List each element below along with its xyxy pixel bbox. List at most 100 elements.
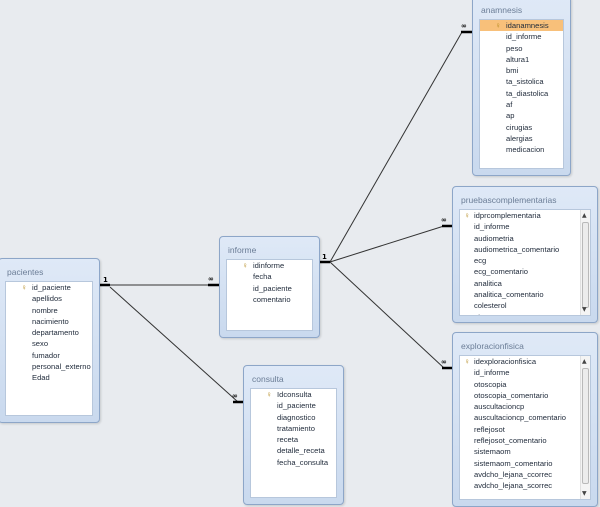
field-name: auscultacioncp bbox=[474, 402, 525, 412]
field-item[interactable]: auscultacioncp_comentario bbox=[460, 412, 580, 423]
scroll-thumb[interactable] bbox=[582, 222, 589, 308]
field-name: departamento bbox=[32, 328, 79, 338]
scroll-down-icon[interactable]: ▼ bbox=[582, 306, 587, 313]
field-item[interactable]: cirugias bbox=[480, 122, 563, 133]
field-item[interactable]: avdcho_lejana_scorrec bbox=[460, 480, 580, 491]
field-item[interactable]: ap bbox=[480, 110, 563, 121]
field-name: bmi bbox=[506, 66, 519, 76]
field-item[interactable]: ecg_comentario bbox=[460, 266, 580, 277]
field-name: comentario bbox=[253, 294, 291, 304]
primary-key-field[interactable]: ♀idanamnesis bbox=[480, 20, 563, 32]
field-item[interactable]: fecha bbox=[227, 271, 312, 282]
field-item[interactable]: bmi bbox=[480, 65, 563, 76]
field-item[interactable]: reflejosot bbox=[460, 424, 580, 435]
table-title[interactable]: anamnesis bbox=[481, 5, 523, 15]
field-name: ta_sistolica bbox=[506, 77, 544, 87]
many-label: ∞ bbox=[208, 275, 214, 283]
field-name: detalle_receta bbox=[277, 446, 325, 456]
field-item[interactable]: alergias bbox=[480, 133, 563, 144]
field-item[interactable]: audiometrica_comentario bbox=[460, 244, 580, 255]
field-name: fecha bbox=[253, 272, 272, 282]
field-name: id_paciente bbox=[277, 401, 316, 411]
field-item[interactable]: id_informe bbox=[460, 221, 580, 232]
field-name: diagnostico bbox=[277, 412, 316, 422]
vertical-scrollbar[interactable]: ▲▼ bbox=[580, 356, 590, 499]
field-item[interactable]: personal_externo bbox=[6, 361, 92, 372]
primary-key-field[interactable]: ♀idexploracionfisica bbox=[460, 356, 580, 367]
vertical-scrollbar[interactable]: ▲▼ bbox=[580, 210, 590, 315]
field-item[interactable]: sistemaom bbox=[460, 446, 580, 457]
key-icon: ♀ bbox=[242, 261, 248, 270]
field-item[interactable]: af bbox=[480, 99, 563, 110]
many-label: ∞ bbox=[461, 22, 467, 30]
field-item[interactable]: id_informe bbox=[460, 367, 580, 378]
field-name: analitica_comentario bbox=[474, 290, 544, 300]
field-item[interactable]: nacimiento bbox=[6, 316, 92, 327]
field-item[interactable]: medicacion bbox=[480, 144, 563, 155]
scroll-down-icon[interactable]: ▼ bbox=[582, 490, 587, 497]
field-item[interactable]: auscultacioncp bbox=[460, 401, 580, 412]
field-item[interactable]: apellidos bbox=[6, 293, 92, 304]
table-title[interactable]: exploracionfisica bbox=[461, 341, 524, 351]
field-name: ecg_comentario bbox=[474, 267, 529, 277]
field-item[interactable]: departamento bbox=[6, 327, 92, 338]
field-item[interactable]: sexo bbox=[6, 338, 92, 349]
field-item[interactable]: analitica_comentario bbox=[460, 289, 580, 300]
scroll-thumb[interactable] bbox=[582, 368, 589, 485]
field-name: ap bbox=[506, 111, 515, 121]
many-label: ∞ bbox=[441, 358, 447, 366]
table-pruebascomplementarias[interactable]: pruebascomplementarias ♀idprcomplementari… bbox=[452, 186, 598, 323]
field-item[interactable]: id_informe bbox=[480, 31, 563, 42]
field-item[interactable]: Edad bbox=[6, 372, 92, 383]
field-item[interactable]: ta_diastolica bbox=[480, 88, 563, 99]
field-item[interactable]: altura1 bbox=[480, 54, 563, 65]
field-item[interactable]: audiometria bbox=[460, 233, 580, 244]
primary-key-field[interactable]: ♀idinforme bbox=[227, 260, 312, 271]
field-item[interactable]: fecha_consulta bbox=[251, 457, 336, 468]
field-item[interactable]: reflejosot_comentario bbox=[460, 435, 580, 446]
primary-key-field[interactable]: ♀idprcomplementaria bbox=[460, 210, 580, 221]
primary-key-field[interactable]: ♀Idconsulta bbox=[251, 389, 336, 400]
field-item[interactable]: peso bbox=[480, 43, 563, 54]
key-icon: ♀ bbox=[495, 21, 501, 30]
primary-key-field[interactable]: ♀id_paciente bbox=[6, 282, 92, 293]
table-title[interactable]: pruebascomplementarias bbox=[461, 195, 557, 205]
field-item[interactable]: tratamiento bbox=[251, 423, 336, 434]
one-label: 1 bbox=[103, 276, 108, 284]
scroll-up-icon[interactable]: ▲ bbox=[582, 212, 587, 219]
field-item[interactable]: id_paciente bbox=[251, 400, 336, 411]
field-item[interactable]: diagnostico bbox=[251, 412, 336, 423]
field-item[interactable]: ta_sistolica bbox=[480, 76, 563, 87]
scroll-up-icon[interactable]: ▲ bbox=[582, 358, 587, 365]
field-name: ta_diastolica bbox=[506, 88, 549, 98]
field-item[interactable]: sistemaom_comentario bbox=[460, 458, 580, 469]
field-item[interactable]: avdcho_lejana_ccorrec bbox=[460, 469, 580, 480]
key-icon: ♀ bbox=[464, 211, 470, 220]
field-item[interactable]: id_paciente bbox=[227, 283, 312, 294]
field-item[interactable]: analitica bbox=[460, 278, 580, 289]
field-item[interactable]: otoscopia_comentario bbox=[460, 390, 580, 401]
field-item[interactable]: nombre bbox=[6, 305, 92, 316]
field-item[interactable]: comentario bbox=[227, 294, 312, 305]
table-title[interactable]: consulta bbox=[252, 374, 284, 384]
key-icon: ♀ bbox=[21, 283, 27, 292]
field-name: reflejosot_comentario bbox=[474, 436, 547, 446]
field-name: colesterol bbox=[474, 301, 507, 311]
relationship-informe-anamnesis bbox=[329, 31, 463, 263]
field-item[interactable]: ecg bbox=[460, 255, 580, 266]
field-item[interactable]: colesterol bbox=[460, 300, 580, 311]
field-item[interactable]: receta bbox=[251, 434, 336, 445]
table-title[interactable]: pacientes bbox=[7, 267, 44, 277]
field-item[interactable]: otoscopia bbox=[460, 379, 580, 390]
field-item[interactable]: detalle_receta bbox=[251, 445, 336, 456]
table-title[interactable]: informe bbox=[228, 245, 257, 255]
field-item[interactable]: fumador bbox=[6, 350, 92, 361]
field-item[interactable]: glucosa bbox=[460, 312, 580, 315]
field-name: avdcho_lejana_scorrec bbox=[474, 481, 553, 491]
